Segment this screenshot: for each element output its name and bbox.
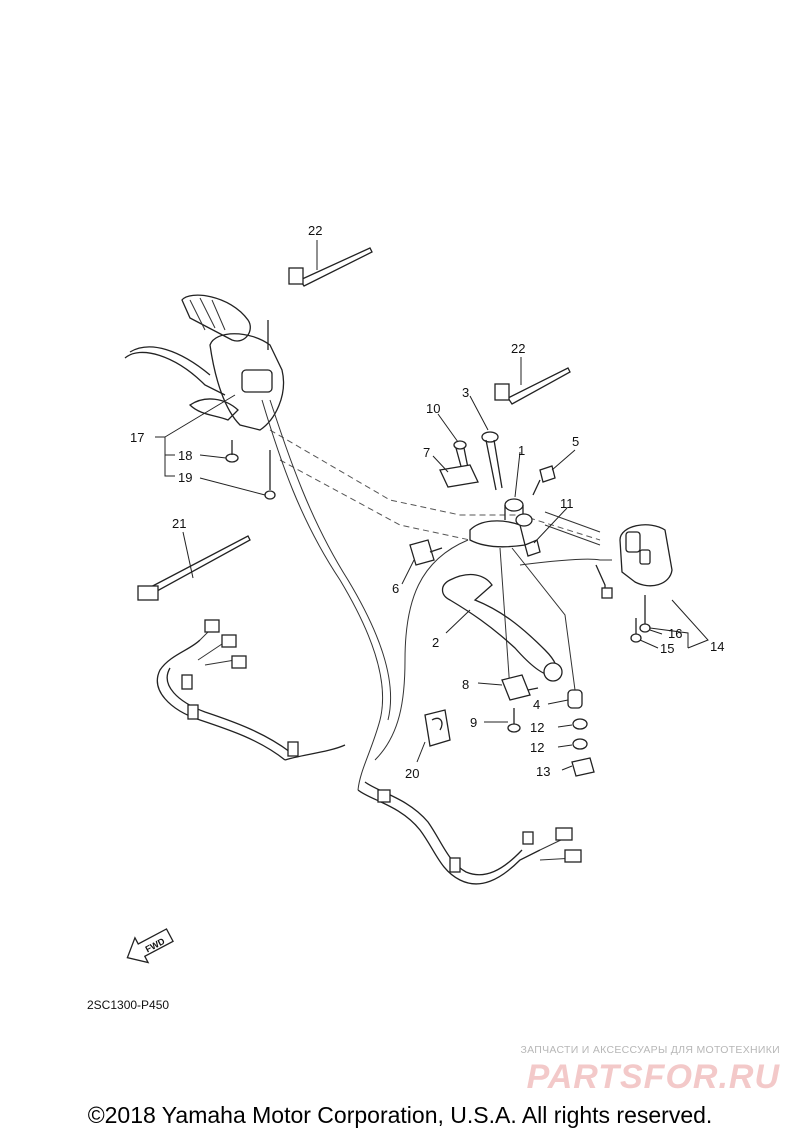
callout-10: 10 xyxy=(426,401,440,416)
callout-7: 7 xyxy=(423,445,430,460)
callout-11: 11 xyxy=(560,496,574,511)
callout-18: 18 xyxy=(178,448,192,463)
callout-20: 20 xyxy=(405,766,419,781)
throttle-cable xyxy=(261,399,612,791)
cable-tie-22-lower xyxy=(494,367,571,405)
callout-21: 21 xyxy=(172,516,186,531)
callout-12b: 12 xyxy=(530,740,544,755)
callout-2: 2 xyxy=(432,635,439,650)
cable-tie-21 xyxy=(137,535,251,601)
watermark-tagline: ЗАПЧАСТИ И АКСЕССУАРЫ ДЛЯ МОТОТЕХНИКИ xyxy=(520,1044,780,1056)
watermark-logo: PARTSFOR.RU xyxy=(526,1058,780,1096)
callout-1: 1 xyxy=(518,443,525,458)
cable-tie-22-upper xyxy=(288,247,373,287)
handlebar xyxy=(269,429,601,546)
callout-13: 13 xyxy=(536,764,550,779)
callout-6: 6 xyxy=(392,581,399,596)
right-wire-harness xyxy=(357,781,582,885)
callout-15: 15 xyxy=(660,641,674,656)
callout-19: 19 xyxy=(178,470,192,485)
figure-code: 2SC1300-P450 xyxy=(87,998,169,1012)
callout-12a: 12 xyxy=(530,720,544,735)
callout-4: 4 xyxy=(533,697,540,712)
fwd-arrow: FWD xyxy=(126,928,174,964)
master-bracket xyxy=(469,498,576,691)
lever xyxy=(441,573,563,682)
callout-9: 9 xyxy=(470,715,477,730)
leader-lines xyxy=(155,240,709,771)
callout-14: 14 xyxy=(710,639,724,654)
callout-5: 5 xyxy=(572,434,579,449)
small-parts xyxy=(225,431,651,777)
left-wire-harness xyxy=(156,619,346,761)
callout-16: 16 xyxy=(668,626,682,641)
callout-8: 8 xyxy=(462,677,469,692)
callout-labels: 22 22 3 10 1 5 7 11 6 2 8 4 9 12 12 13 2… xyxy=(130,223,724,781)
right-switch-assembly xyxy=(595,524,673,599)
callout-22b: 22 xyxy=(511,341,525,356)
callout-17: 17 xyxy=(130,430,144,445)
copyright-notice: ©2018 Yamaha Motor Corporation, U.S.A. A… xyxy=(87,1102,713,1128)
callout-22a: 22 xyxy=(308,223,322,238)
left-switch-assembly xyxy=(124,294,285,431)
callout-3: 3 xyxy=(462,385,469,400)
